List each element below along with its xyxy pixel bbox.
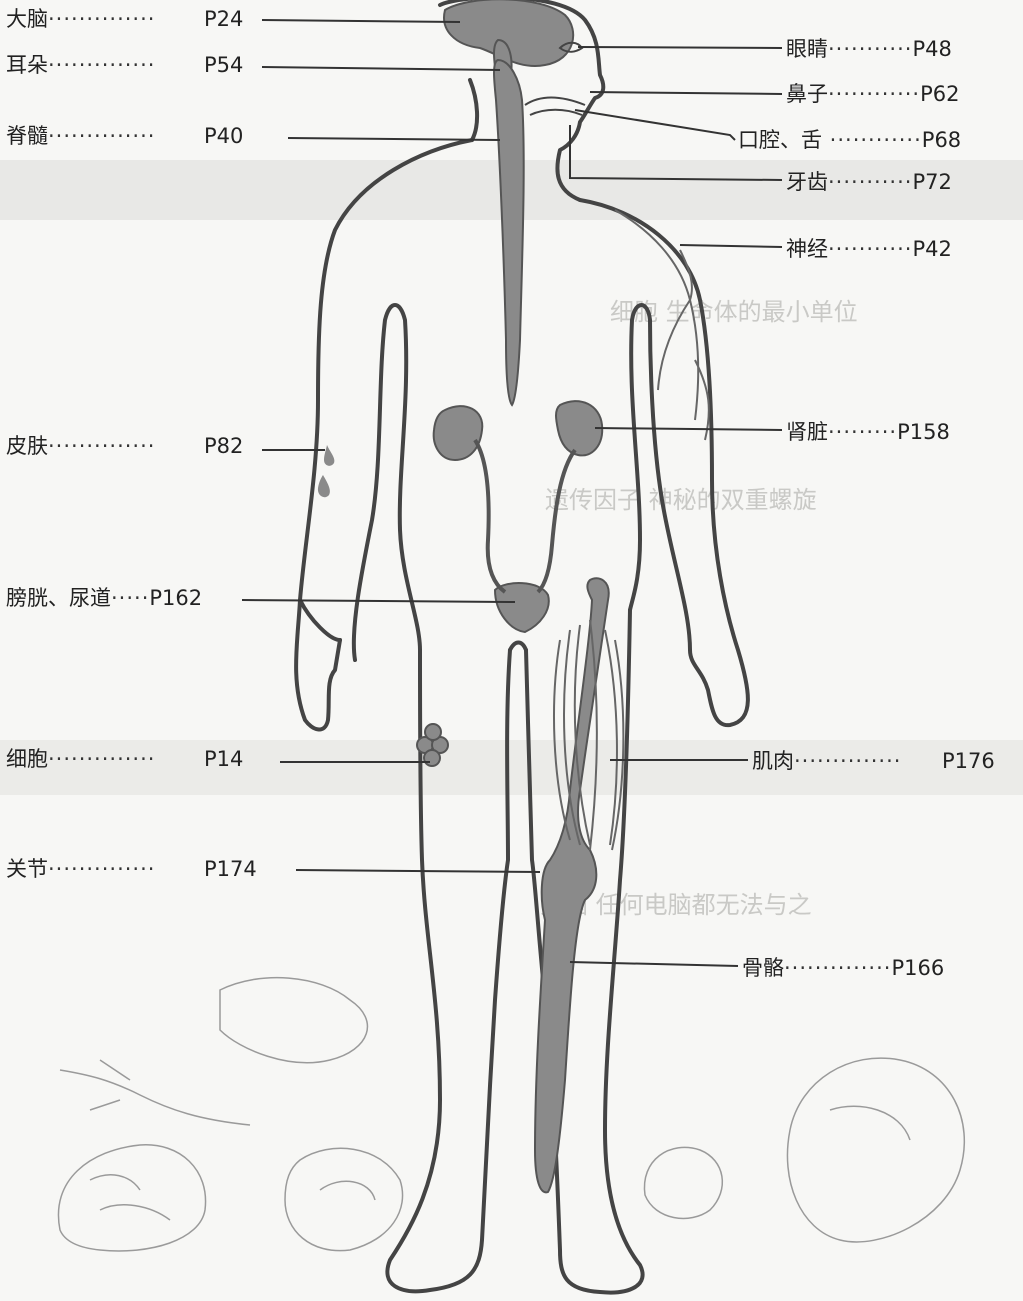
kidney-left-shape xyxy=(434,406,483,460)
label-page: P176 xyxy=(942,748,995,774)
label-skin: 皮肤·············· P82 xyxy=(6,433,155,459)
label-name: 眼睛 xyxy=(786,37,828,61)
brain-sketch-icon xyxy=(58,1145,205,1251)
leader-line xyxy=(262,67,500,70)
label-page: P158 xyxy=(897,420,950,444)
label-eye: 眼睛···········P48 xyxy=(786,36,952,62)
cell-shape xyxy=(424,750,440,766)
neuron-sketch-icon xyxy=(60,1060,250,1125)
label-brain: 大脑·············· P24 xyxy=(6,6,155,32)
label-teeth: 牙齿···········P72 xyxy=(786,169,952,195)
label-name: 鼻子 xyxy=(786,82,828,106)
leader-line xyxy=(242,600,515,602)
label-muscle: 肌肉·············· P176 xyxy=(752,748,901,774)
label-page: P54 xyxy=(204,52,243,78)
left-leg-outline xyxy=(300,600,510,1291)
label-name: 骨骼 xyxy=(742,956,784,980)
leader-line xyxy=(262,20,460,22)
label-page: P82 xyxy=(204,433,243,459)
spinal-cord-shape xyxy=(494,60,524,405)
label-name: 肾脏 xyxy=(786,420,828,444)
label-page: P42 xyxy=(912,237,951,261)
label-bone: 骨骼··············P166 xyxy=(742,955,944,981)
leader-line xyxy=(680,245,782,247)
skin-drop xyxy=(318,445,334,497)
label-page: P48 xyxy=(912,37,951,61)
leader-line xyxy=(296,870,540,872)
tongue-sketch-icon xyxy=(220,978,367,1063)
label-spinal-cord: 脊髓·············· P40 xyxy=(6,123,155,149)
label-page: P24 xyxy=(204,6,243,32)
label-page: P40 xyxy=(204,123,243,149)
label-page: P14 xyxy=(204,746,243,772)
neck-outline xyxy=(470,80,477,140)
bone-shape xyxy=(535,578,609,1192)
ureter-right xyxy=(538,450,575,592)
label-page: P72 xyxy=(912,170,951,194)
mouth-shape xyxy=(525,98,585,116)
label-joint: 关节·············· P174 xyxy=(6,856,155,882)
leader-line xyxy=(570,962,738,966)
inner-left-arm xyxy=(354,305,420,660)
label-page: P62 xyxy=(920,82,959,106)
leader-line xyxy=(590,92,782,94)
label-page: P166 xyxy=(891,956,944,980)
ureter-left xyxy=(475,440,505,592)
label-name: 关节 xyxy=(6,857,48,881)
label-mouth: 口腔、舌 ············P68 xyxy=(738,127,961,153)
label-name: 口腔、舌 xyxy=(738,128,822,152)
leader-line xyxy=(595,428,782,430)
label-name: 皮肤 xyxy=(6,434,48,458)
leader-line xyxy=(575,110,735,140)
body-right-outline xyxy=(580,200,748,725)
label-ear: 耳朵·············· P54 xyxy=(6,52,155,78)
leader-line xyxy=(288,138,500,140)
ear-sketch-icon xyxy=(285,1148,403,1250)
label-name: 神经 xyxy=(786,237,828,261)
label-page: P174 xyxy=(204,856,257,882)
label-name: 耳朵 xyxy=(6,53,48,77)
label-bladder: 膀胱、尿道·····P162 xyxy=(6,585,202,611)
leader-line xyxy=(578,47,782,48)
inner-right-arm xyxy=(630,305,690,650)
label-name: 大脑 xyxy=(6,7,48,31)
label-name: 牙齿 xyxy=(786,170,828,194)
label-cell: 细胞·············· P14 xyxy=(6,746,155,772)
label-kidney: 肾脏·········P158 xyxy=(786,419,950,445)
label-name: 膀胱、尿道 xyxy=(6,586,111,610)
label-nerve: 神经···········P42 xyxy=(786,236,952,262)
label-page: P162 xyxy=(149,586,202,610)
cochlea-sketch-icon xyxy=(644,1147,722,1218)
label-nose: 鼻子············P62 xyxy=(786,81,960,107)
label-name: 脊髓 xyxy=(6,124,48,148)
label-page: P68 xyxy=(922,128,961,152)
heart-sketch-icon xyxy=(787,1058,964,1242)
label-name: 细胞 xyxy=(6,747,48,771)
crotch-outline xyxy=(510,643,526,651)
cell-shape xyxy=(425,724,441,740)
label-name: 肌肉 xyxy=(752,749,794,773)
